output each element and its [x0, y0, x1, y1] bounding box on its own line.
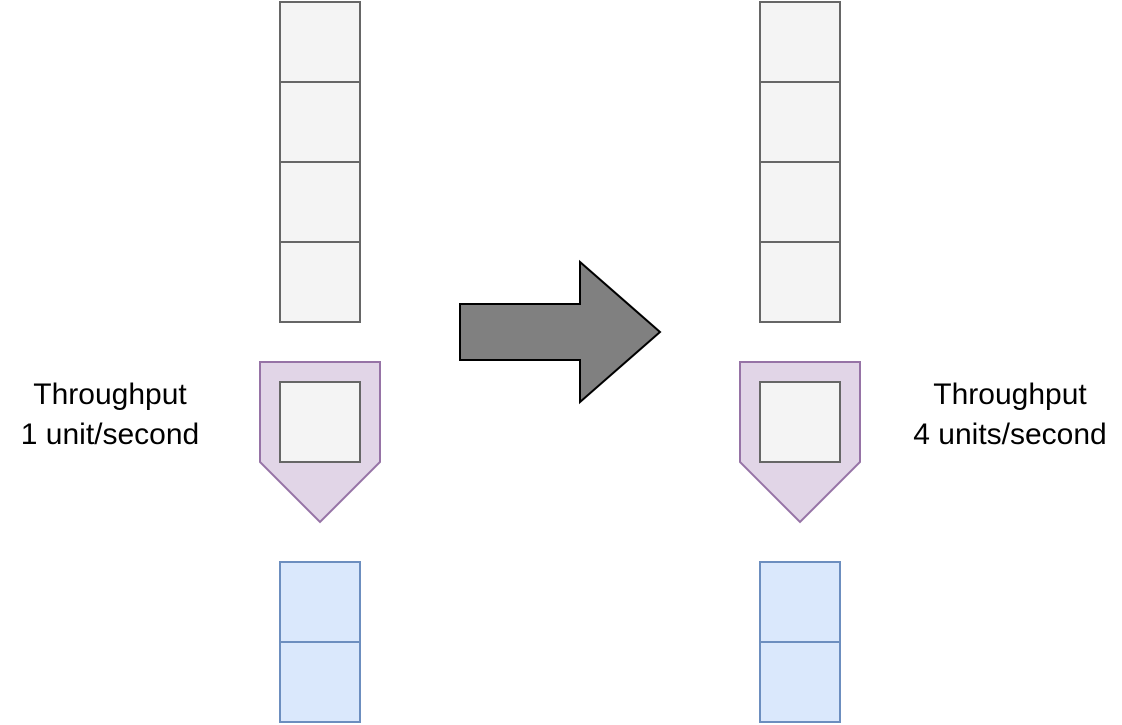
left-output-unit — [279, 561, 361, 643]
right-input-queue — [759, 1, 841, 323]
right-queued-unit — [759, 1, 841, 83]
left-queued-unit — [279, 81, 361, 163]
right-throughput-title: Throughput — [933, 378, 1087, 411]
left-input-queue — [279, 1, 361, 323]
left-output-stack — [279, 561, 361, 723]
right-throughput-label: Throughput 4 units/second — [913, 378, 1106, 451]
right-processing-unit — [759, 381, 841, 463]
left-queued-unit — [279, 1, 361, 83]
left-system: Throughput 1 unit/second — [21, 1, 381, 723]
right-processor — [739, 361, 861, 524]
right-queued-unit — [759, 161, 841, 243]
left-processor — [259, 361, 381, 524]
right-throughput-rate: 4 units/second — [913, 418, 1106, 451]
right-output-unit — [759, 561, 841, 643]
right-output-stack — [759, 561, 841, 723]
left-queued-unit — [279, 241, 361, 323]
left-queued-unit — [279, 161, 361, 243]
left-throughput-title: Throughput — [33, 378, 187, 411]
left-processing-unit — [279, 381, 361, 463]
right-system: Throughput 4 units/second — [739, 1, 1107, 723]
right-queued-unit — [759, 241, 841, 323]
right-output-unit — [759, 641, 841, 723]
right-queued-unit — [759, 81, 841, 163]
left-throughput-label: Throughput 1 unit/second — [21, 378, 199, 451]
left-throughput-rate: 1 unit/second — [21, 418, 199, 451]
right-arrow-icon — [459, 259, 662, 405]
left-output-unit — [279, 641, 361, 723]
